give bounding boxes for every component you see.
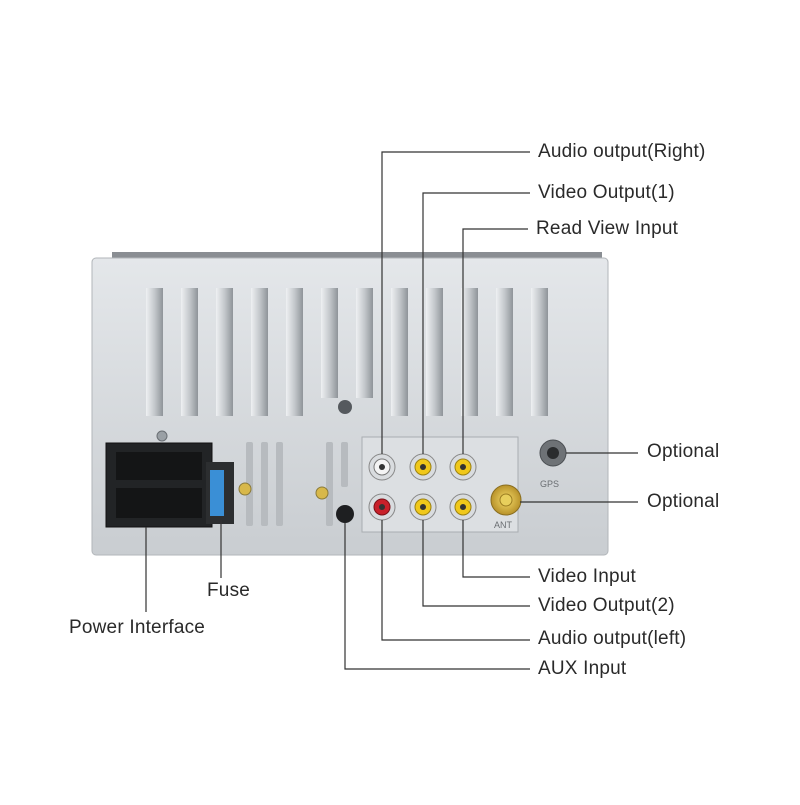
vent-slots <box>246 442 348 526</box>
screw <box>315 486 329 500</box>
leader-video-input <box>462 520 530 578</box>
rca-pin <box>460 464 466 470</box>
vent-slot <box>276 442 283 526</box>
label-video-input: Video Input <box>538 566 636 587</box>
vent-slot <box>326 442 333 526</box>
leader-aux-input <box>344 523 530 670</box>
gps-panel-mark: GPS <box>540 479 559 489</box>
label-rear-view-input: Read View Input <box>536 218 679 239</box>
label-optional-ant: Optional <box>647 491 720 512</box>
rca-pin <box>379 464 385 470</box>
rca-jack-audio-right <box>368 453 396 481</box>
leader-video-output-1 <box>422 192 530 454</box>
label-video-output-1: Video Output(1) <box>538 182 675 203</box>
rca-jack-video-input <box>449 493 477 521</box>
vent-slot <box>341 442 348 487</box>
leader-video-output-2 <box>422 520 530 607</box>
heat-fin <box>146 288 163 416</box>
fuse <box>210 470 224 516</box>
heat-sink-fins <box>146 288 548 416</box>
label-fuse: Fuse <box>207 580 251 601</box>
heat-fin <box>286 288 303 416</box>
rca-pin <box>379 504 385 510</box>
heat-fin <box>391 288 408 416</box>
label-optional-gps: Optional <box>647 441 720 462</box>
rca-pin <box>420 504 426 510</box>
heat-fin <box>356 288 373 398</box>
label-video-output-2: Video Output(2) <box>538 595 675 616</box>
label-audio-output-right: Audio output(Right) <box>538 141 706 162</box>
rca-jack-audio-left <box>368 493 396 521</box>
ant-panel-mark: ANT <box>494 520 513 530</box>
iso-connector-row-bottom <box>116 488 202 518</box>
leader-audio-output-right <box>381 151 530 454</box>
heat-fin <box>531 288 548 416</box>
vent-slot <box>261 442 268 526</box>
rca-jack-video-output-2 <box>409 493 437 521</box>
top-screw-hole <box>338 400 352 414</box>
rca-pin <box>420 464 426 470</box>
top-trim <box>112 252 602 261</box>
screw <box>156 430 168 442</box>
heat-fin <box>461 288 478 416</box>
power-interface-connector <box>105 442 213 528</box>
leader-rear-view-input <box>462 228 528 454</box>
iso-connector-row-top <box>116 452 202 480</box>
heat-fin <box>216 288 233 416</box>
rca-pin <box>460 504 466 510</box>
label-audio-output-left: Audio output(left) <box>538 628 687 649</box>
heat-fin <box>426 288 443 416</box>
heat-fin <box>496 288 513 416</box>
heat-fin <box>181 288 198 416</box>
label-power-interface: Power Interface <box>69 617 206 638</box>
rca-jack-rear-view-input <box>449 453 477 481</box>
rca-jack-video-output-1 <box>409 453 437 481</box>
aux-jack <box>336 505 354 523</box>
label-aux-input: AUX Input <box>538 658 627 679</box>
gps-port-center <box>547 447 559 459</box>
antenna-port-center <box>499 493 513 507</box>
vent-slot <box>246 442 253 526</box>
leader-lines <box>145 151 638 670</box>
heat-fin <box>251 288 268 416</box>
leader-audio-output-left <box>381 520 530 641</box>
screw <box>238 482 252 496</box>
heat-fin <box>321 288 338 398</box>
